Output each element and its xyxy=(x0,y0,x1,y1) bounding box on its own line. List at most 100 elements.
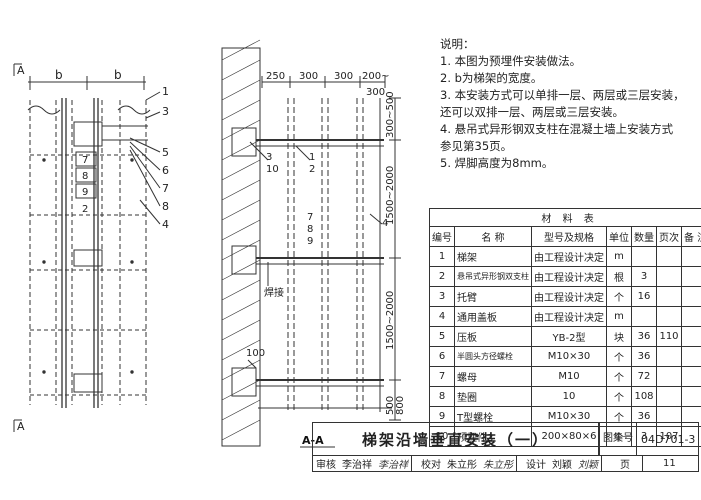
dimension-label: 300~500 xyxy=(385,91,396,138)
table-cell: 压板 xyxy=(454,326,532,347)
table-cell: 6 xyxy=(429,346,455,367)
dimension-label: 200~ xyxy=(362,71,389,82)
table-cell: 托臂 xyxy=(454,286,532,307)
header-cell: 页次 xyxy=(656,226,682,247)
header-cell: 备 注 xyxy=(680,226,701,247)
table-cell xyxy=(656,246,682,267)
callout-label: 7 xyxy=(162,182,169,195)
atlas-label: 图集号 xyxy=(600,422,637,456)
table-cell: 垫圈 xyxy=(454,386,532,407)
review-name: 李治祥 xyxy=(342,460,372,471)
table-cell xyxy=(656,346,682,367)
table-cell: 由工程设计决定 xyxy=(531,266,607,287)
atlas-number: 04D701-3 xyxy=(641,432,696,446)
dimension-label: 500 xyxy=(385,396,396,415)
table-cell: 块 xyxy=(606,326,632,347)
front-view xyxy=(13,63,161,432)
design-signature: 刘颖 xyxy=(578,460,598,471)
table-cell: m xyxy=(606,246,632,267)
check-label: 校对 xyxy=(421,460,441,471)
header-cell: 单位 xyxy=(606,226,632,247)
design-label: 设计 xyxy=(526,460,546,471)
check-name: 朱立彤 xyxy=(447,460,477,471)
callout-label: 8 xyxy=(162,200,169,213)
table-cell: 悬吊式异形钢双支柱 xyxy=(454,266,532,287)
table-cell: 个 xyxy=(606,286,632,307)
section-label: 7 xyxy=(307,212,313,223)
table-cell: M10×30 xyxy=(531,346,607,367)
table-cell: 108 xyxy=(631,386,657,407)
header-cell: 型号及规格 xyxy=(531,226,607,247)
table-cell: 36 xyxy=(631,346,657,367)
table-cell xyxy=(680,326,701,347)
table-cell: 螺母 xyxy=(454,366,532,387)
dimension-label: 250 xyxy=(266,71,285,82)
table-cell: 由工程设计决定 xyxy=(531,246,607,267)
table-cell: 梯架 xyxy=(454,246,532,267)
table-cell xyxy=(680,366,701,387)
table-cell: M10 xyxy=(531,366,607,387)
callout-label: 3 xyxy=(162,105,169,118)
atlas-block: 图集号 04D701-3 xyxy=(599,422,699,456)
table-cell: 110 xyxy=(656,326,682,347)
signature-row: 审核 李治祥 李治祥 校对 朱立彤 朱立彤 设计 刘颖 刘颖 页 11 xyxy=(312,455,699,472)
materials-caption: 材 料 表 xyxy=(428,208,701,227)
dimension-label: 1500~2000 xyxy=(385,166,396,225)
table-cell: 10 xyxy=(531,386,607,407)
table-cell: 8 xyxy=(429,386,455,407)
table-cell: YB-2型 xyxy=(531,326,607,347)
materials-header-row: 编号 名 称 型号及规格 单位 数量 页次 备 注 xyxy=(429,226,701,247)
callout-label: 4 xyxy=(162,218,169,231)
dimension-label: 300 xyxy=(366,87,385,98)
notes: 说明： 1. 本图为预埋件安装做法。 2. b为梯架的宽度。 3. 本安装方式可… xyxy=(440,36,690,172)
notes-header: 说明： xyxy=(440,37,475,51)
note-line: 1. 本图为预埋件安装做法。 xyxy=(440,54,582,68)
table-cell xyxy=(680,306,701,327)
callout-label: 5 xyxy=(162,146,169,159)
section-label: 焊接 xyxy=(264,286,284,299)
drawing-title: 梯架沿墙垂直安装（一） xyxy=(312,422,599,456)
table-cell xyxy=(680,266,701,287)
table-cell xyxy=(631,246,657,267)
note-line: 参见第35页。 xyxy=(440,139,513,153)
section-label: 1 xyxy=(309,152,315,163)
table-cell xyxy=(656,386,682,407)
table-cell: 通用盖板 xyxy=(454,306,532,327)
dimension-label: 800 xyxy=(395,396,406,415)
note-line: 5. 焊脚高度为8mm。 xyxy=(440,156,554,170)
table-cell xyxy=(656,266,682,287)
callout-label: 1 xyxy=(162,85,169,98)
dimension-label: 300 xyxy=(299,71,318,82)
table-cell xyxy=(656,366,682,387)
section-title: A-A xyxy=(302,434,324,447)
page-number: 11 xyxy=(663,458,676,469)
header-cell: 名 称 xyxy=(454,226,532,247)
table-cell: 根 xyxy=(606,266,632,287)
note-line: 4. 悬吊式异形钢双支柱在混凝土墙上安装方式 xyxy=(440,122,674,136)
table-cell: 200×80×6 xyxy=(531,426,607,447)
check-signature: 朱立彤 xyxy=(483,460,513,471)
dimension-label: 300 xyxy=(334,71,353,82)
table-cell: 半圆头方径螺栓 xyxy=(454,346,532,367)
section-label: 9 xyxy=(307,236,313,247)
table-cell xyxy=(680,246,701,267)
table-cell: 1 xyxy=(429,246,455,267)
table-cell: 7 xyxy=(429,366,455,387)
table-cell xyxy=(631,306,657,327)
table-cell: 个 xyxy=(606,346,632,367)
table-cell: 3 xyxy=(631,266,657,287)
callout-label: 8 xyxy=(82,171,88,182)
